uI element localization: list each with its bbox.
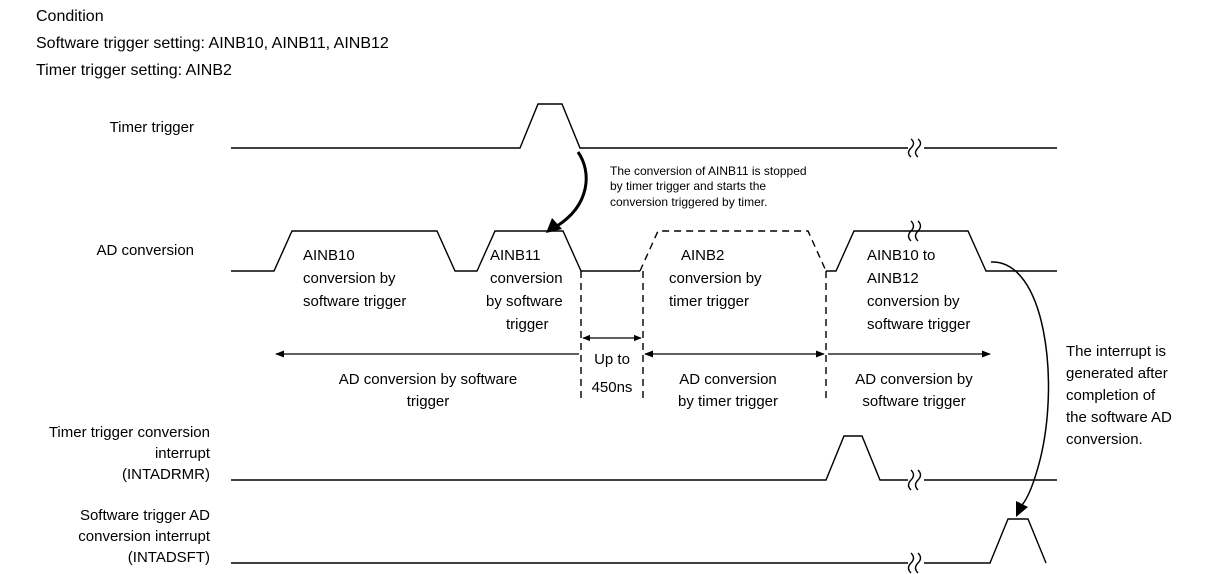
svg-text:software trigger: software trigger	[862, 393, 965, 410]
svg-text:(INTADSFT): (INTADSFT)	[128, 549, 210, 566]
svg-text:AINB12: AINB12	[867, 270, 919, 287]
svg-text:450ns: 450ns	[592, 379, 633, 396]
svg-text:AD conversion by: AD conversion by	[855, 371, 973, 388]
timer-trigger-setting: Timer trigger setting: AINB2	[36, 62, 232, 79]
software-interrupt-waveform	[231, 518, 1047, 574]
svg-text:by timer trigger: by timer trigger	[678, 393, 778, 410]
timer-interrupt-label: Timer trigger conversion interrupt (INTA…	[49, 424, 211, 483]
svg-text:timer trigger: timer trigger	[669, 293, 749, 310]
timer-trigger-waveform	[231, 103, 1057, 158]
svg-text:AINB10: AINB10	[303, 247, 355, 264]
timer-interval-label: AD conversion by timer trigger	[678, 371, 778, 410]
svg-text:AD conversion by software: AD conversion by software	[339, 371, 517, 388]
svg-text:software trigger: software trigger	[303, 293, 406, 310]
stop-note: The conversion of AINB11 is stopped by t…	[610, 164, 807, 209]
svg-text:completion of: completion of	[1066, 387, 1156, 404]
interrupt-note: The interrupt is generated after complet…	[1066, 343, 1172, 448]
svg-text:Software trigger AD: Software trigger AD	[80, 507, 210, 524]
svg-text:conversion triggered by timer.: conversion triggered by timer.	[610, 195, 767, 209]
svg-text:The conversion of AINB11 is st: The conversion of AINB11 is stopped	[610, 164, 807, 178]
svg-text:the software AD: the software AD	[1066, 409, 1172, 426]
svg-text:(INTADRMR): (INTADRMR)	[122, 466, 210, 483]
gap-interval-label: Up to 450ns	[592, 351, 633, 396]
ainb10-pulse-label: AINB10 conversion by software trigger	[303, 247, 406, 310]
ad-conversion-label: AD conversion	[96, 242, 194, 259]
svg-text:Timer trigger conversion: Timer trigger conversion	[49, 424, 210, 441]
svg-text:AD conversion: AD conversion	[679, 371, 777, 388]
svg-text:interrupt: interrupt	[155, 445, 211, 462]
ainb10-12-pulse-label: AINB10 to AINB12 conversion by software …	[867, 247, 970, 333]
svg-text:by timer trigger and starts th: by timer trigger and starts the	[610, 179, 766, 193]
svg-text:AINB11: AINB11	[490, 247, 541, 264]
software-interrupt-label: Software trigger AD conversion interrupt…	[78, 507, 211, 566]
svg-text:conversion interrupt: conversion interrupt	[78, 528, 211, 545]
ainb11-pulse-label: AINB11 conversion by software trigger	[486, 247, 563, 333]
svg-text:Up to: Up to	[594, 351, 630, 368]
svg-text:conversion by: conversion by	[303, 270, 396, 287]
software-interval-label-2: AD conversion by software trigger	[855, 371, 973, 410]
svg-text:trigger: trigger	[407, 393, 450, 410]
ainb2-pulse-label: AINB2 conversion by timer trigger	[669, 247, 762, 310]
svg-text:AINB10 to: AINB10 to	[867, 247, 935, 264]
svg-text:trigger: trigger	[506, 316, 549, 333]
svg-text:conversion by: conversion by	[867, 293, 960, 310]
svg-text:The interrupt is: The interrupt is	[1066, 343, 1166, 360]
interrupt-arrow	[990, 261, 1050, 517]
svg-text:conversion by: conversion by	[669, 270, 762, 287]
svg-text:conversion: conversion	[490, 270, 563, 287]
software-interval-label-1: AD conversion by software trigger	[339, 371, 517, 410]
timer-trigger-label: Timer trigger	[110, 119, 194, 136]
svg-text:software trigger: software trigger	[867, 316, 970, 333]
condition-title: Condition	[36, 8, 104, 25]
svg-text:AINB2: AINB2	[681, 247, 724, 264]
svg-text:conversion.: conversion.	[1066, 431, 1143, 448]
software-trigger-setting: Software trigger setting: AINB10, AINB11…	[36, 35, 389, 52]
timer-interrupt-waveform	[231, 435, 1057, 491]
svg-text:by software: by software	[486, 293, 563, 310]
ad-conversion-waveform	[231, 220, 1057, 272]
stop-arrow	[546, 151, 588, 233]
boundary-markers	[580, 271, 827, 400]
svg-text:generated after: generated after	[1066, 365, 1168, 382]
